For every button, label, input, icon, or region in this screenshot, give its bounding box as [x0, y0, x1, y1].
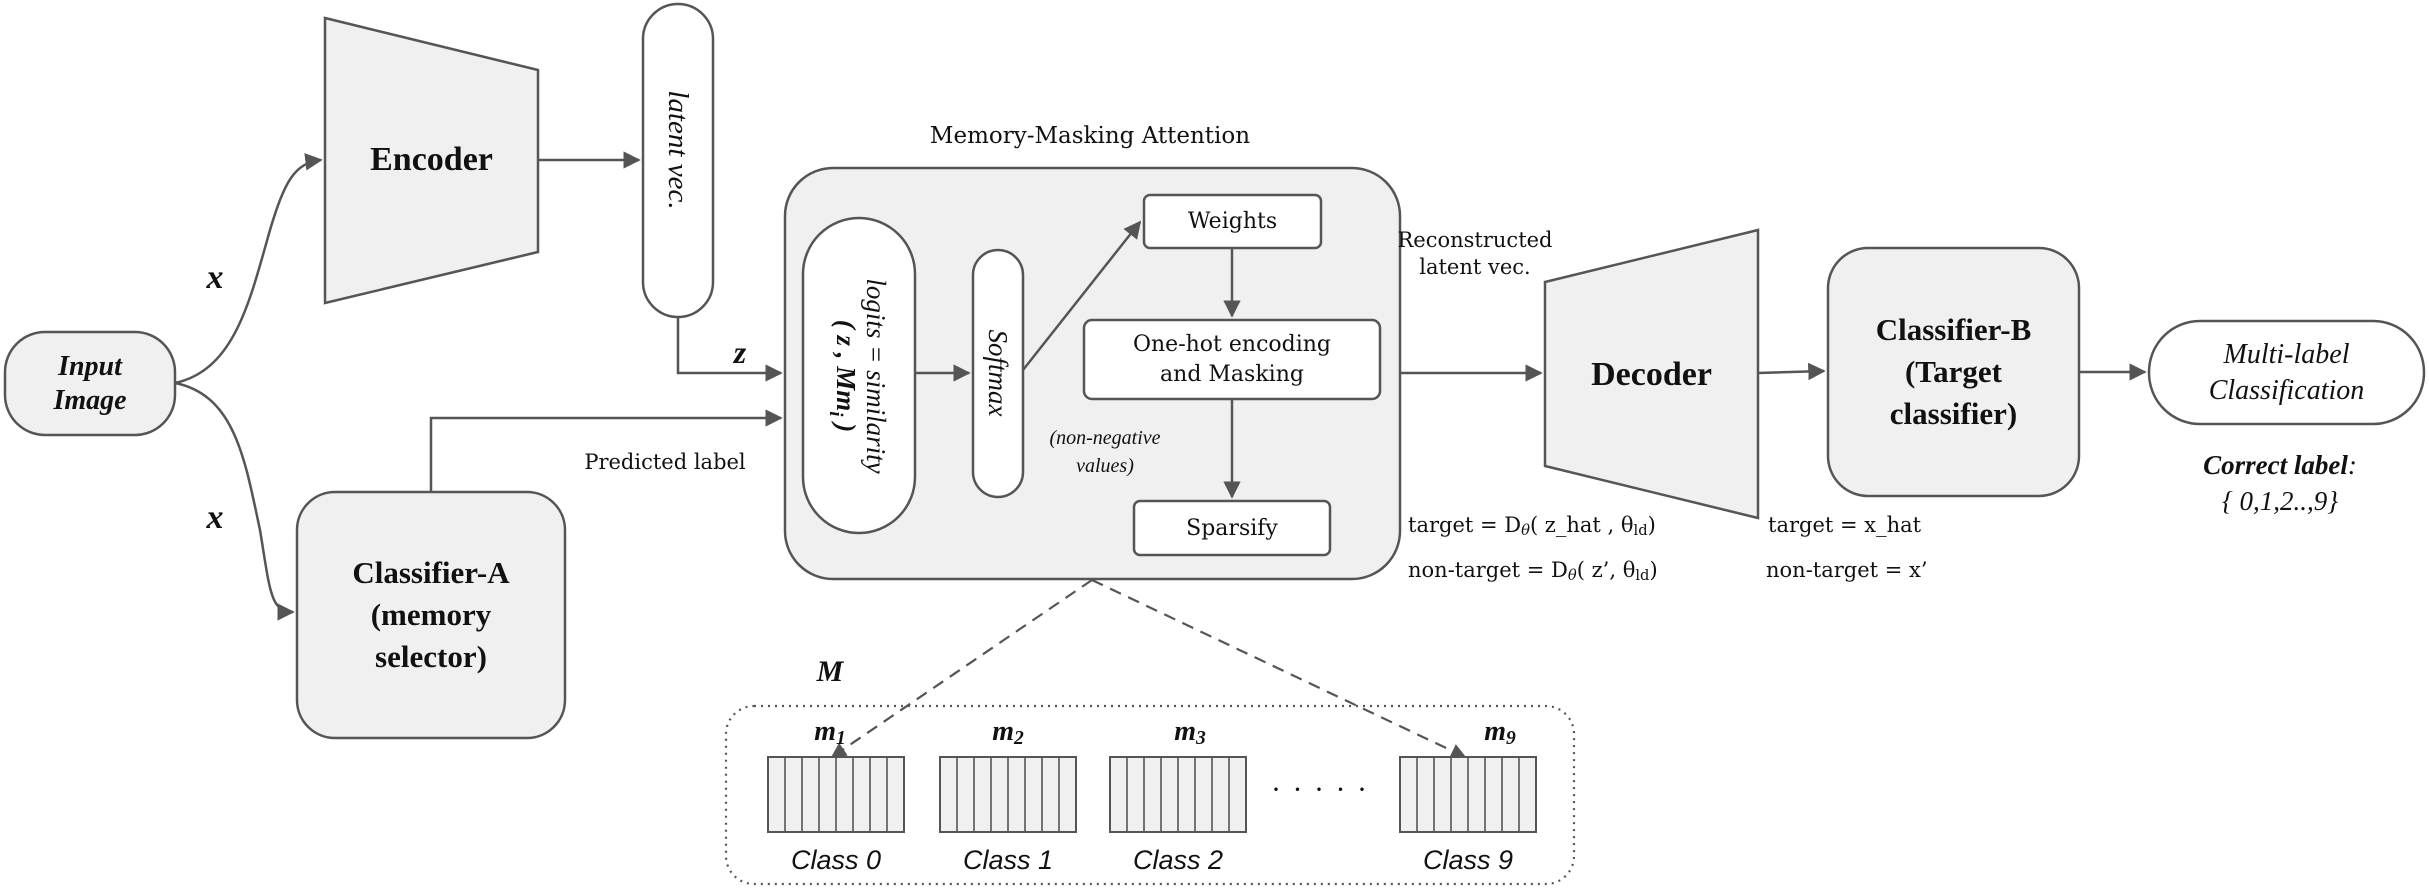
nontarget-d-sub2: ld — [1635, 566, 1650, 584]
encoder-label: Encoder — [370, 141, 493, 178]
latent-vec-label: latent vec. — [662, 90, 695, 210]
edge-mma-memory-m9 — [1091, 579, 1467, 759]
onehot-label: One-hot encoding and Masking — [1132, 331, 1332, 387]
slot-m2-name: m — [992, 716, 1014, 747]
edge-label-predicted: Predicted label — [584, 450, 746, 474]
edge-latent-mma — [676, 317, 783, 382]
logits-line1: logits = similarity — [861, 278, 891, 474]
edge-label-z: z — [733, 334, 747, 370]
classifier-b-label: Classifier-B (Target classifier) — [1875, 312, 2032, 431]
nontarget-d-sub: θ — [1567, 566, 1577, 584]
correct-label-values: { 0,1,2..,9} — [2221, 485, 2339, 516]
decoder-shape — [1543, 228, 1760, 520]
decoder-label: Decoder — [1591, 356, 1712, 393]
edge-decoder-classifier-b — [1757, 362, 1826, 381]
memory-slot-m9 — [1399, 756, 1537, 833]
nontarget-d-end: ) — [1649, 558, 1658, 582]
sparsify-box — [1132, 499, 1332, 557]
slot-m1-sub: 1 — [835, 727, 846, 749]
slot-m1-name: m — [814, 716, 836, 747]
encoder-shape — [323, 16, 540, 305]
logits-line2: ( z , Mmi ) — [825, 319, 861, 433]
edge-classifier-a-mma — [429, 409, 783, 492]
logits-line2-text: ( z , Mm — [831, 319, 861, 412]
memory-dots: · · · · · — [1271, 773, 1369, 806]
classifier-a-label: Classifier-A (memory selector) — [352, 555, 510, 674]
logits-pill — [801, 216, 917, 535]
memory-class-1: Class 1 — [962, 844, 1054, 875]
edge-input-classifier-a — [174, 381, 295, 621]
memory-class-0: Class 0 — [790, 844, 882, 875]
correct-label-title: Correct label — [2203, 449, 2348, 480]
logits-line2-sub: i — [825, 411, 847, 417]
target-d-sub2: ld — [1633, 521, 1648, 539]
logits-label: logits = similarity ( z , Mmi ) — [825, 226, 891, 526]
edge-softmax-weights — [1022, 220, 1142, 371]
target-d-prefix: target = D — [1408, 513, 1522, 537]
memory-slot-m1 — [767, 756, 905, 833]
memory-class-9: Class 9 — [1422, 844, 1514, 875]
slot-m2-sub: 2 — [1013, 727, 1024, 749]
target-x-eq: target = x_hat — [1768, 513, 1922, 537]
edge-label-x-bottom: x — [206, 498, 224, 536]
memory-label: M — [816, 655, 844, 688]
slot-m3-sub: 3 — [1195, 727, 1206, 749]
multilabel-pill — [2147, 319, 2426, 426]
softmax-pill — [971, 248, 1025, 499]
input-image-label: Input Image — [53, 350, 127, 416]
memory-container — [724, 704, 1576, 886]
edge-label-x-top: x — [206, 258, 224, 296]
nontarget-d-mid: ( z’, θ — [1576, 558, 1636, 582]
weights-label: Weights — [1187, 209, 1278, 234]
mma-title: Memory-Masking Attention — [929, 123, 1251, 149]
correct-label-colon: : — [2347, 449, 2357, 480]
slot-m9-name: m — [1484, 716, 1506, 747]
slot-m3-name: m — [1174, 716, 1196, 747]
reconstructed-label: Reconstructed latent vec. — [1397, 228, 1553, 279]
nonneg-label: (non-negative values) — [1049, 427, 1161, 477]
target-d-mid: ( z_hat , θ — [1529, 513, 1634, 537]
edge-mma-memory-m1 — [830, 579, 1093, 758]
multilabel-label: Multi-label Classification — [2208, 338, 2365, 406]
nontarget-d-prefix: non-target = D — [1408, 558, 1568, 582]
memory-slot-m2 — [939, 756, 1077, 833]
softmax-label: Softmax — [983, 329, 1014, 417]
target-d-end: ) — [1647, 513, 1656, 537]
slot-m9-sub: 9 — [1505, 727, 1516, 749]
sparsify-label: Sparsify — [1186, 515, 1278, 541]
edge-input-encoder — [174, 153, 323, 385]
memory-class-2: Class 2 — [1132, 844, 1224, 875]
logits-line2-close: ) — [831, 416, 861, 433]
target-d-sub: θ — [1521, 521, 1530, 539]
correct-label: Correct label: — [2120, 445, 2429, 485]
memory-slot-m3 — [1109, 756, 1247, 833]
nontarget-x-eq: non-target = x’ — [1766, 558, 1928, 582]
